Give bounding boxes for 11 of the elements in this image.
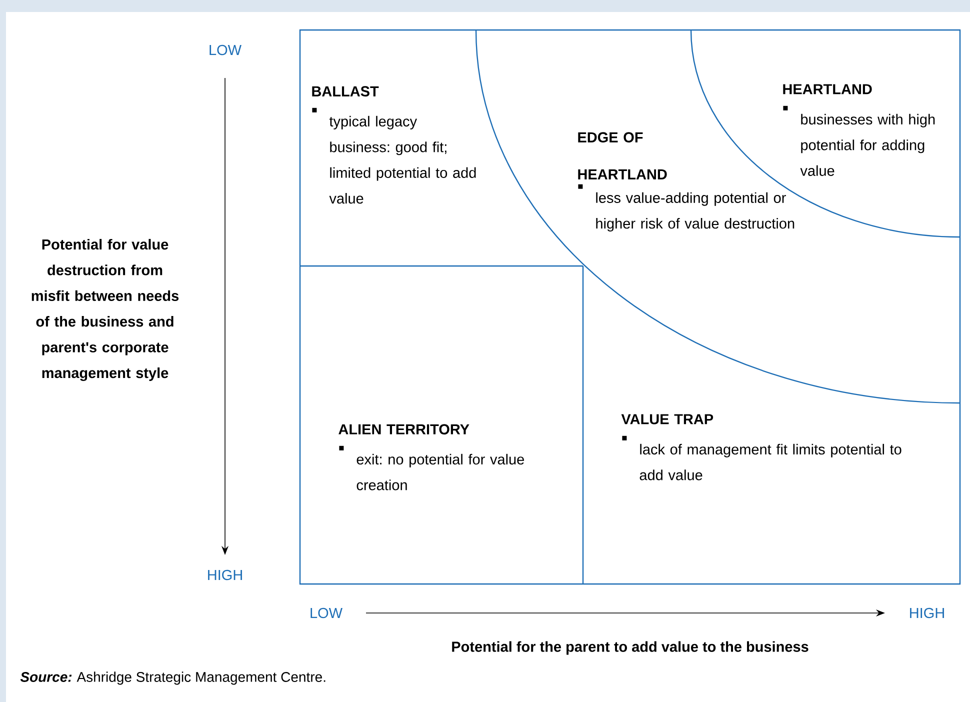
axis-end-label: HIGH: [208, 570, 242, 580]
axis-title: Potential for the parent to add value to the business: [452, 641, 808, 655]
source-label: Source:: [20, 672, 72, 682]
quadrant-label: ALIEN TERRITORY exit: no potential for value creation: [338, 424, 524, 490]
axis-title: Potential for value destruction from misfit between needs of the business and parent's corporate management style: [32, 238, 179, 382]
quadrant-label: VALUE TRAP lack of management fit limits potential to add value: [621, 414, 902, 480]
source-text: Ashridge Strategic Management Centre.: [76, 672, 326, 685]
quadrant-label: BALLAST typical legacy business: good fit; limited potential to add value: [312, 86, 476, 204]
axis-end-label: LOW: [210, 44, 242, 56]
axis-end-label: HIGH: [910, 608, 944, 618]
axis-end-label: LOW: [310, 608, 342, 618]
